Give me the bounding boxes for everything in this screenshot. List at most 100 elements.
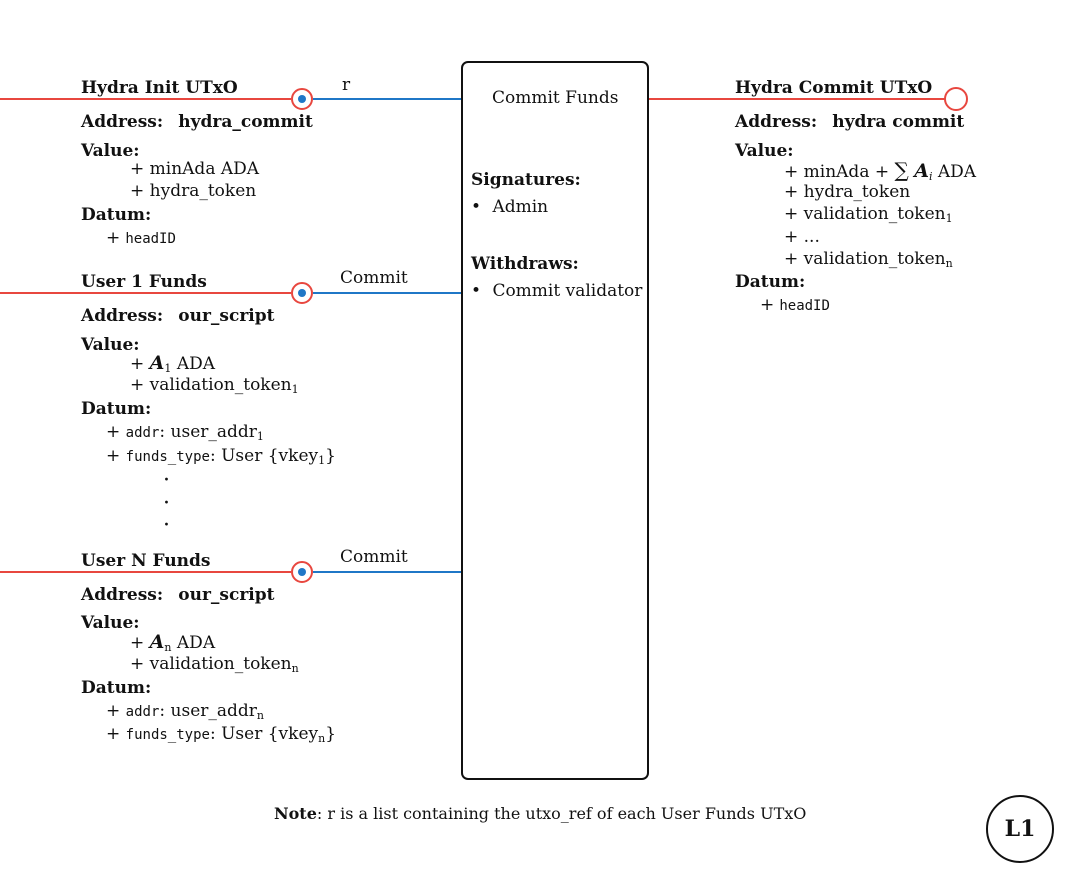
user1-value-unit: ADA xyxy=(176,354,215,374)
user1-datum-label: Datum: xyxy=(81,399,152,419)
transaction-name: Commit Funds xyxy=(492,88,619,108)
output-connector xyxy=(649,87,968,111)
ellipsis-dot-1: · xyxy=(163,468,170,493)
user1-redeemer-label: Commit xyxy=(340,268,408,288)
output-datum-field: headID xyxy=(779,298,830,314)
user1-datum-addr: + addr: user_addr1 xyxy=(106,422,264,443)
user1-value-token-sub: 1 xyxy=(291,383,299,396)
user1-address-row: Address: our_script xyxy=(81,308,274,325)
usern-connector xyxy=(0,561,461,583)
usern-value-token: + validation_tokenn xyxy=(130,654,299,675)
user1-datum-funds-type: + funds_type: User {vkey1} xyxy=(106,446,336,467)
init-input-dot xyxy=(298,95,306,103)
usern-datum-ft-close: } xyxy=(325,724,337,744)
user1-datum-ft-value: User {vkey xyxy=(221,446,319,466)
output-datum-row: + headID xyxy=(760,297,830,314)
user1-datum-ft-close: } xyxy=(325,446,336,466)
usern-datum-addr-sub: n xyxy=(256,709,264,722)
init-value-token: + hydra_token xyxy=(130,181,257,201)
output-datum-plus: + xyxy=(760,295,775,315)
output-value-hydra-token: + hydra_token xyxy=(784,182,911,202)
usern-value-unit: ADA xyxy=(176,633,216,653)
ellipsis-dot-2: · xyxy=(163,491,170,516)
user1-datum-addr-value: user_addr xyxy=(170,422,257,442)
init-value-ada: + minAda ADA xyxy=(130,159,260,179)
usern-datum-addr-plus: + xyxy=(106,701,121,721)
output-port xyxy=(944,87,968,111)
user1-connector xyxy=(0,282,461,304)
usern-datum-ft-value: User {vkey xyxy=(221,724,319,744)
user1-datum-ft-sub: 1 xyxy=(318,454,326,467)
footnote-text: : r is a list containing the utxo_ref of… xyxy=(316,804,807,823)
user1-datum-ft-plus: + xyxy=(106,446,121,466)
output-datum-label: Datum: xyxy=(735,272,806,292)
output-value-sum-symbol: ∑ xyxy=(894,158,909,182)
output-value-var: A xyxy=(914,160,929,182)
user1-datum-addr-plus: + xyxy=(106,422,121,442)
user1-value-plus: + xyxy=(130,354,145,374)
signature-admin-text: Admin xyxy=(492,197,549,217)
usern-datum-addr: + addr: user_addrn xyxy=(106,701,264,722)
output-vt1-sub: 1 xyxy=(945,212,953,225)
withdraw-bullet: • xyxy=(471,281,482,301)
usern-address-row: Address: our_script xyxy=(81,587,274,604)
usern-redeemer-label: Commit xyxy=(340,547,408,567)
user1-value-label: Value: xyxy=(81,335,140,355)
user1-datum-ft-field: funds_type xyxy=(125,449,210,465)
output-title: Hydra Commit UTxO xyxy=(735,78,933,98)
user1-datum-addr-field: addr xyxy=(125,425,160,441)
user1-value-var: A xyxy=(149,352,165,374)
usern-address-label: Address: xyxy=(81,585,164,605)
output-value-validation-token-n: + validation_tokenn xyxy=(784,249,953,270)
user1-value-token: + validation_token1 xyxy=(130,375,299,396)
signatures-label: Signatures: xyxy=(471,170,581,190)
output-value-var-sub: i xyxy=(928,170,933,183)
usern-datum-addr-value: user_addr xyxy=(170,701,257,721)
usern-value-var: A xyxy=(149,631,165,653)
output-vtn-text: + validation_token xyxy=(784,249,946,269)
usern-datum-ft-field: funds_type xyxy=(125,727,210,743)
ellipsis-dot-3: · xyxy=(163,513,170,538)
footnote-label: Note xyxy=(274,804,317,823)
output-value-unit: ADA xyxy=(937,162,977,182)
output-vtn-sub: n xyxy=(945,257,953,270)
output-address-value: hydra commit xyxy=(832,112,965,132)
output-value-ada-pre: + minAda + xyxy=(784,162,890,182)
user1-address-value: our_script xyxy=(178,306,275,326)
output-value-ada: + minAda + ∑ Ai ADA xyxy=(784,160,976,182)
output-address-label: Address: xyxy=(735,112,818,132)
init-datum-row: + headID xyxy=(106,230,176,247)
init-datum-label: Datum: xyxy=(81,205,152,225)
output-value-validation-token-1: + validation_token1 xyxy=(784,204,953,225)
signature-item-admin: • Admin xyxy=(471,199,548,216)
user1-value-ada: + A1 ADA xyxy=(130,352,215,375)
output-vt1-text: + validation_token xyxy=(784,204,946,224)
usern-input-dot xyxy=(298,568,306,576)
user1-address-label: Address: xyxy=(81,306,164,326)
usern-datum-label: Datum: xyxy=(81,678,152,698)
init-address-label: Address: xyxy=(81,112,164,132)
usern-value-ada: + An ADA xyxy=(130,631,216,654)
user1-value-var-sub: 1 xyxy=(164,362,172,375)
usern-title: User N Funds xyxy=(81,551,211,571)
user1-title: User 1 Funds xyxy=(81,272,207,292)
init-utxo-connector xyxy=(0,88,461,110)
user1-value-token-text: + validation_token xyxy=(130,375,292,395)
usern-datum-funds-type: + funds_type: User {vkeyn} xyxy=(106,724,337,745)
init-address-row: Address: hydra_commit xyxy=(81,114,313,131)
transaction-box xyxy=(461,61,649,780)
footnote: Note: r is a list containing the utxo_re… xyxy=(274,806,806,822)
init-address-value: hydra_commit xyxy=(178,112,313,132)
init-value-label: Value: xyxy=(81,141,140,161)
usern-datum-ft-plus: + xyxy=(106,724,121,744)
init-utxo-title: Hydra Init UTxO xyxy=(81,78,238,98)
usern-value-label: Value: xyxy=(81,613,140,633)
output-address-row: Address: hydra commit xyxy=(735,114,964,131)
user1-datum-addr-sub: 1 xyxy=(256,430,264,443)
usern-value-token-text: + validation_token xyxy=(130,654,292,674)
usern-datum-ft-sub: n xyxy=(318,732,326,745)
init-datum-plus: + xyxy=(106,228,121,248)
usern-value-token-sub: n xyxy=(291,662,299,675)
withdraws-label: Withdraws: xyxy=(471,254,579,274)
